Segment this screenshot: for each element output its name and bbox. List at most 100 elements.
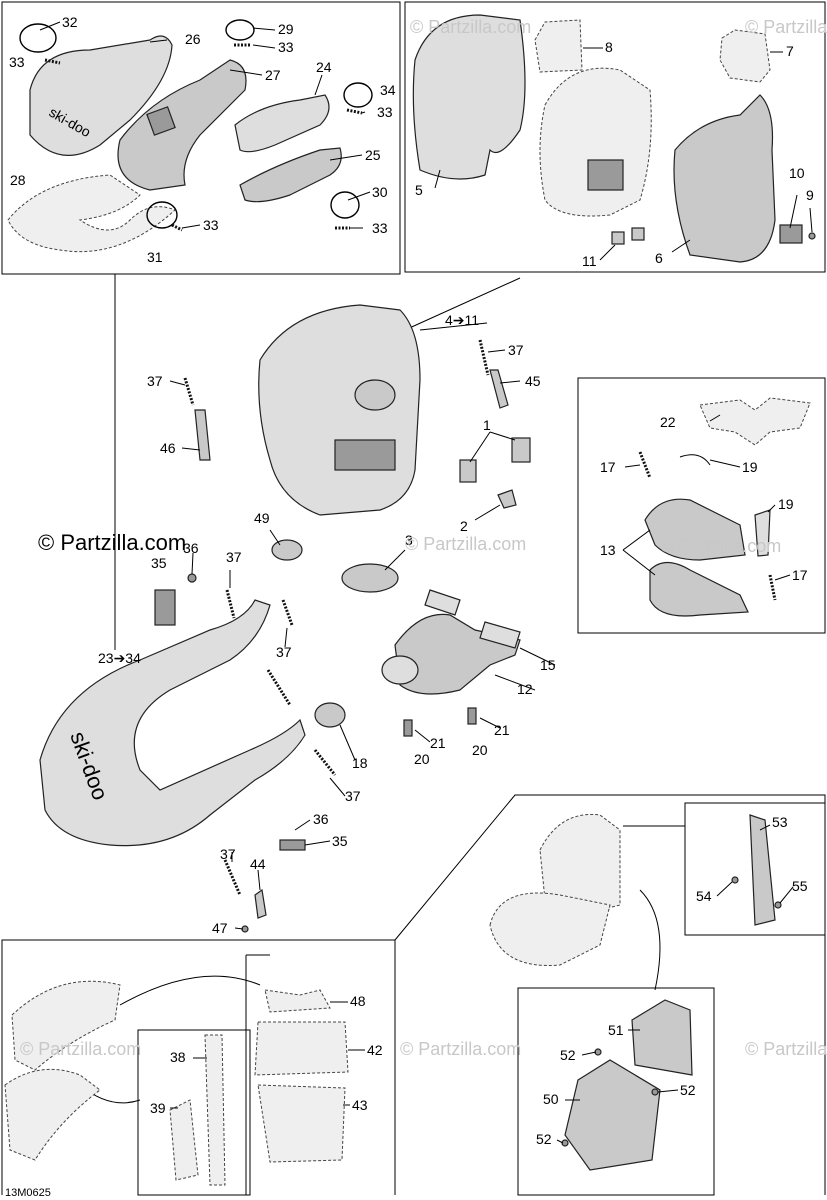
panel-resonator-parts: [577, 377, 826, 634]
resonator-part-13: [644, 498, 749, 617]
muffler-mount: [334, 439, 396, 471]
callout-25: 25: [365, 147, 381, 163]
spring-part-17b: [768, 574, 777, 601]
callout-51: 51: [608, 1022, 624, 1038]
callout-52-c: 52: [536, 1131, 552, 1147]
stopper-part-2: [497, 489, 517, 509]
callout-3: 3: [405, 532, 413, 548]
watermark-middle: © Partzilla.com: [405, 534, 526, 554]
exhaust-pipe-elbow-part-24: [234, 94, 330, 153]
callout-5: 5: [415, 182, 423, 198]
muffler-bracket: [587, 159, 624, 191]
gasket-part-15: [424, 589, 521, 649]
leader-line: [404, 277, 521, 331]
callout-54: 54: [696, 888, 712, 904]
insulation-part-38: [204, 1034, 226, 1186]
clip-part-35b: [279, 839, 306, 851]
panel-detail-53-55: [684, 802, 826, 936]
exhaust-pipe-upper-part-26: ski-doo: [29, 35, 173, 156]
installed-pipe: [489, 892, 611, 966]
insulation-part-39: [169, 1099, 199, 1181]
gasket-part-28: [7, 174, 176, 253]
clamp-ring-part-29: [225, 19, 255, 41]
callout-11: 11: [582, 253, 597, 269]
callout-37-b: 37: [147, 373, 163, 389]
bracket-part-35: [154, 589, 176, 626]
panel-muffler-parts: [404, 1, 826, 273]
insulation-part-48: [264, 989, 331, 1013]
heat-shield-lower: [4, 1068, 101, 1161]
callout-50: 50: [543, 1091, 559, 1107]
callout-28: 28: [10, 172, 26, 188]
callout-21-b: 21: [430, 735, 446, 751]
panel-detail-42-48: [245, 954, 270, 1195]
callout-46: 46: [160, 440, 176, 456]
gasket-part-22: [699, 397, 811, 446]
callout-6: 6: [655, 250, 663, 266]
callout-39: 39: [150, 1100, 166, 1116]
callout-27: 27: [265, 67, 281, 83]
exhaust-pipe-lower-part-25: [239, 147, 342, 203]
heat-shield-part-51: [631, 999, 693, 1076]
callout-33-c: 33: [377, 104, 393, 120]
panel-installed-view: [394, 794, 826, 1195]
callout-7: 7: [786, 43, 794, 59]
callout-24: 24: [316, 59, 332, 75]
callout-18: 18: [352, 755, 368, 771]
heat-shield-assembly: [11, 980, 121, 1071]
muffler-cover-part-5: [412, 14, 526, 180]
bracket-part-46: [194, 409, 211, 461]
exhaust-pipe-middle-part-27: [117, 59, 247, 191]
spring-part-17: [638, 451, 652, 479]
callout-42: 42: [367, 1042, 383, 1058]
callout-53: 53: [772, 814, 788, 830]
callout-9: 9: [806, 187, 814, 203]
callout-15: 15: [540, 657, 556, 673]
callout-37-d: 37: [276, 644, 292, 660]
watermark-top: © Partzilla.com: [410, 17, 531, 37]
callout-31: 31: [147, 249, 163, 265]
panel-exhaust-pipe-parts: [1, 1, 401, 275]
screw-part-54: [731, 876, 739, 884]
callout-35-a: 35: [151, 555, 167, 571]
callout-37-e: 37: [345, 788, 361, 804]
spring-part-37: [183, 339, 490, 896]
callout-19-a: 19: [742, 459, 758, 475]
callout-26: 26: [185, 31, 201, 47]
leader-line: [119, 975, 261, 1006]
screw-part-9: [808, 232, 816, 240]
callout-19-b: 19: [778, 496, 794, 512]
callout-38: 38: [170, 1049, 186, 1065]
callout-35-b: 35: [332, 833, 348, 849]
watermark-bottom-left: © Partzilla.com: [20, 1039, 141, 1059]
callout-22: 22: [660, 414, 676, 430]
callout-23-34: 23➔34: [98, 650, 141, 666]
clamp-part-19: [679, 454, 711, 466]
nut-part-52: [561, 1048, 659, 1147]
stud-part-20b: [467, 707, 477, 725]
gasket-part-3: [341, 563, 399, 593]
callout-30: 30: [372, 184, 388, 200]
clamp-ring-part-32: [19, 23, 57, 53]
watermark-resonator: © Partzilla.com: [660, 536, 781, 556]
bracket-part-44: [254, 888, 267, 919]
heat-shield-part-53: [749, 814, 776, 926]
callout-29: 29: [278, 21, 294, 37]
drawing-code: 13M0625: [5, 1187, 51, 1199]
callout-13: 13: [600, 542, 616, 558]
callout-1: 1: [483, 417, 491, 433]
callout-52-b: 52: [680, 1082, 696, 1098]
callout-12: 12: [517, 681, 533, 697]
stud-part-20: [403, 719, 413, 737]
callout-4-11: 4➔11: [445, 312, 479, 328]
clamp-ring-part-31: [146, 201, 178, 229]
watermark-top-right: © Partzilla.com: [745, 17, 827, 37]
callout-33-b: 33: [278, 39, 294, 55]
callout-8: 8: [605, 39, 613, 55]
callout-32: 32: [62, 14, 78, 30]
callout-36-b: 36: [313, 811, 329, 827]
callout-17-b: 17: [792, 567, 808, 583]
callout-33-d: 33: [372, 220, 388, 236]
bracket-part-19: [754, 509, 771, 557]
